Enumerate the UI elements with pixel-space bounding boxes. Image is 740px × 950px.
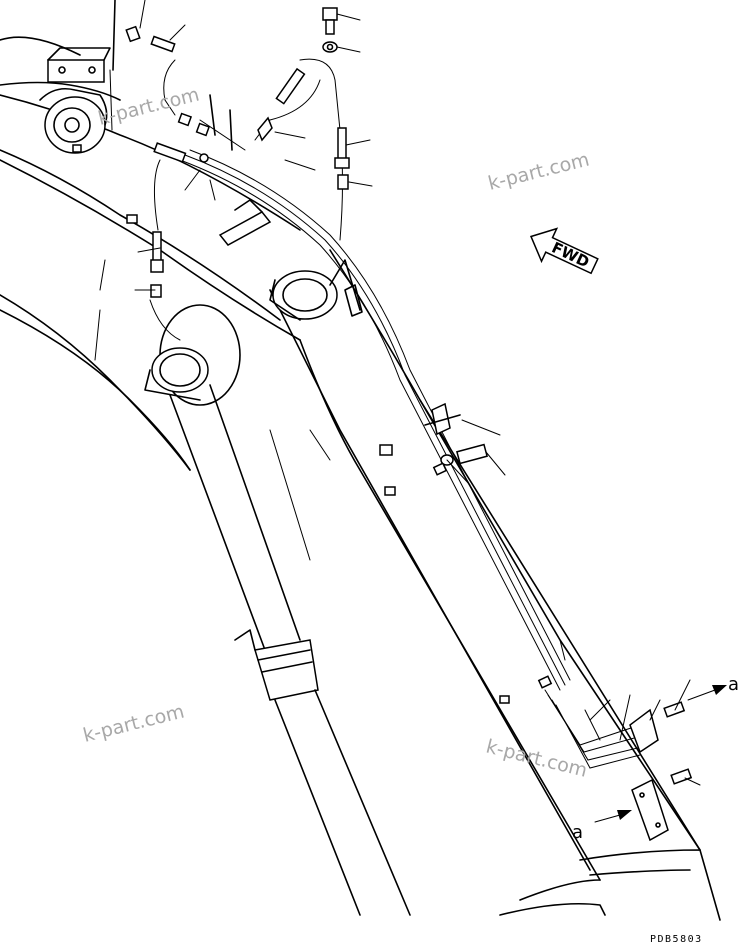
fwd-direction-arrow: FWD: [529, 227, 599, 275]
view-arrow-top: a: [687, 674, 739, 701]
boom-foot-pin: [39, 47, 111, 154]
drawing-code: PDB5803: [650, 934, 703, 945]
boom-cylinder: [144, 304, 411, 916]
watermark: k-part.com: [81, 700, 187, 746]
view-label-top: a: [728, 674, 739, 695]
grease-lines: [149, 58, 651, 769]
watermark: k-part.com: [486, 148, 592, 194]
boom-structure: [0, 0, 721, 921]
view-arrow-bottom: a: [572, 810, 632, 843]
clamp-brackets: [72, 144, 669, 842]
view-label-bottom: a: [572, 822, 583, 843]
fwd-label: FWD: [549, 238, 592, 271]
leader-lines: [134, 0, 701, 786]
grease-fittings: [125, 7, 693, 785]
arm-cylinder-boss: [269, 259, 363, 321]
